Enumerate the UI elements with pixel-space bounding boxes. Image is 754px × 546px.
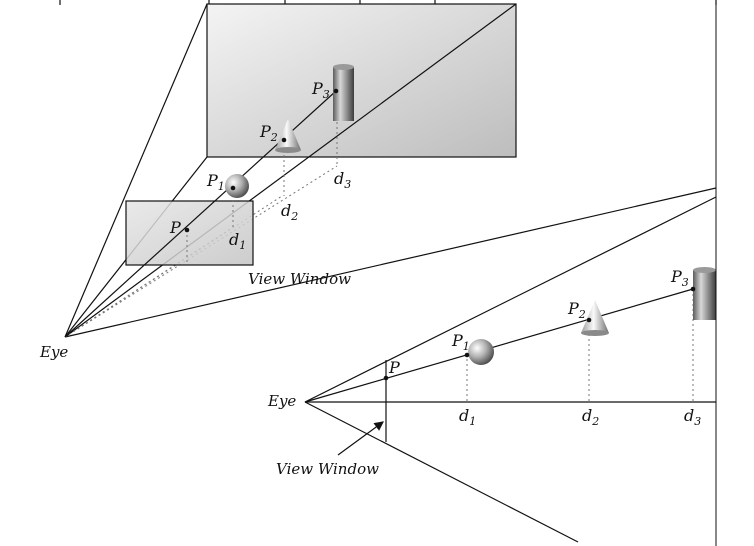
point-p2 (281, 137, 287, 143)
side-frustum-top (304, 196, 717, 403)
side-cylinder-top (693, 267, 716, 273)
label-eye-top: Eye (39, 343, 68, 361)
view-window-arrow (337, 421, 384, 456)
label-p2-top: P2 (259, 122, 278, 144)
frustum-edge-top-left (64, 3, 208, 338)
side-cone-object (581, 300, 609, 333)
side-cone-base (581, 330, 609, 336)
floor-line-d1 (64, 226, 234, 338)
cone-base (275, 147, 301, 153)
label-d3-top: d3 (334, 169, 351, 191)
label-p2-side: P2 (567, 299, 586, 321)
side-sphere-object (468, 339, 494, 365)
point-p3 (333, 88, 339, 94)
label-p-top: P (169, 218, 181, 237)
side-point-p1 (464, 352, 470, 358)
side-cylinder-object (693, 270, 716, 320)
label-p3-top: P3 (311, 79, 330, 101)
point-p1 (230, 185, 236, 191)
side-view-diagram: Eye P P1 P2 P3 d1 d2 d3 View Window (267, 196, 717, 543)
far-plane (206, 3, 517, 158)
cylinder-object (333, 67, 354, 121)
label-view-window-top: View Window (248, 270, 351, 288)
frustum-edge-bottom-right (64, 187, 717, 338)
label-d2-side: d2 (582, 406, 599, 428)
label-d3-side: d3 (684, 406, 701, 428)
label-p1-side: P1 (451, 331, 470, 353)
point-p (184, 227, 190, 233)
side-projection-ray (304, 288, 694, 403)
frustum-diagram: P3 P2 P1 P d3 d2 d1 View Window Eye (39, 3, 717, 361)
label-d1-top: d1 (229, 230, 246, 252)
label-p3-side: P3 (670, 267, 689, 289)
side-point-p2 (586, 317, 592, 323)
frustum-edge-top-right (64, 3, 517, 338)
label-p-side: P (388, 358, 400, 377)
view-window-plane (125, 200, 254, 266)
cone-object (275, 119, 301, 150)
sphere-object (225, 174, 249, 198)
side-frustum-bottom (304, 401, 579, 543)
label-eye-side: Eye (267, 392, 296, 410)
label-d2-top: d2 (281, 201, 298, 223)
side-point-p (383, 375, 389, 381)
label-view-window-side: View Window (276, 460, 379, 478)
label-p1-top: P1 (206, 171, 225, 193)
label-d1-side: d1 (459, 406, 476, 428)
side-point-p3 (690, 286, 696, 292)
cylinder-top (333, 64, 354, 70)
